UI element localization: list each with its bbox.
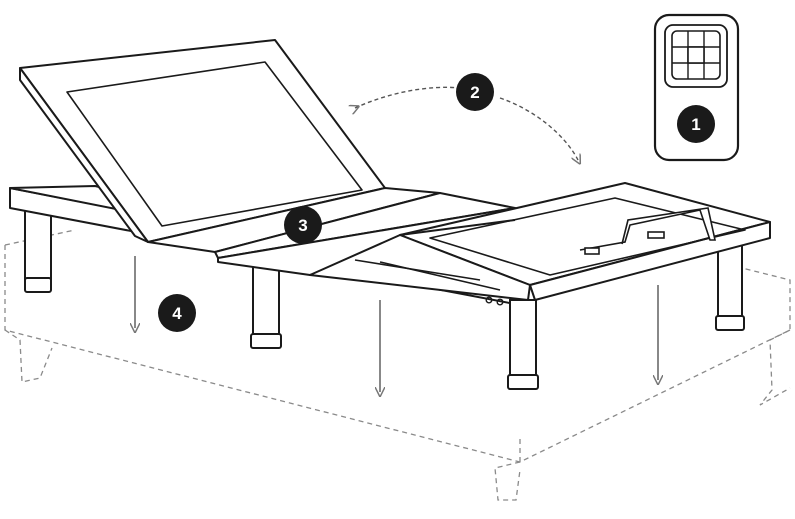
head-section-raised [19, 39, 386, 243]
marker-1-label: 1 [691, 115, 700, 134]
marker-3-label: 3 [298, 216, 307, 235]
curved-double-arrow-icon [355, 86, 578, 160]
marker-1: 1 [677, 105, 715, 143]
marker-4-label: 4 [172, 304, 182, 323]
marker-3: 3 [284, 206, 322, 244]
marker-4: 4 [158, 294, 196, 332]
bed-leg-back-right [715, 244, 745, 331]
existing-foundation-outline [4, 229, 791, 501]
inner-frame-struts [354, 259, 501, 291]
bed-leg-front-middle [250, 264, 282, 349]
marker-2-label: 2 [470, 83, 479, 102]
marker-2: 2 [456, 73, 494, 111]
mattress-retainer-bar [579, 207, 716, 255]
bed-leg-front-right [507, 299, 539, 390]
control-ports [485, 296, 504, 306]
down-arrow-icon [135, 256, 658, 392]
remote-control-icon [653, 13, 740, 162]
bed-leg-back-left [24, 204, 52, 293]
